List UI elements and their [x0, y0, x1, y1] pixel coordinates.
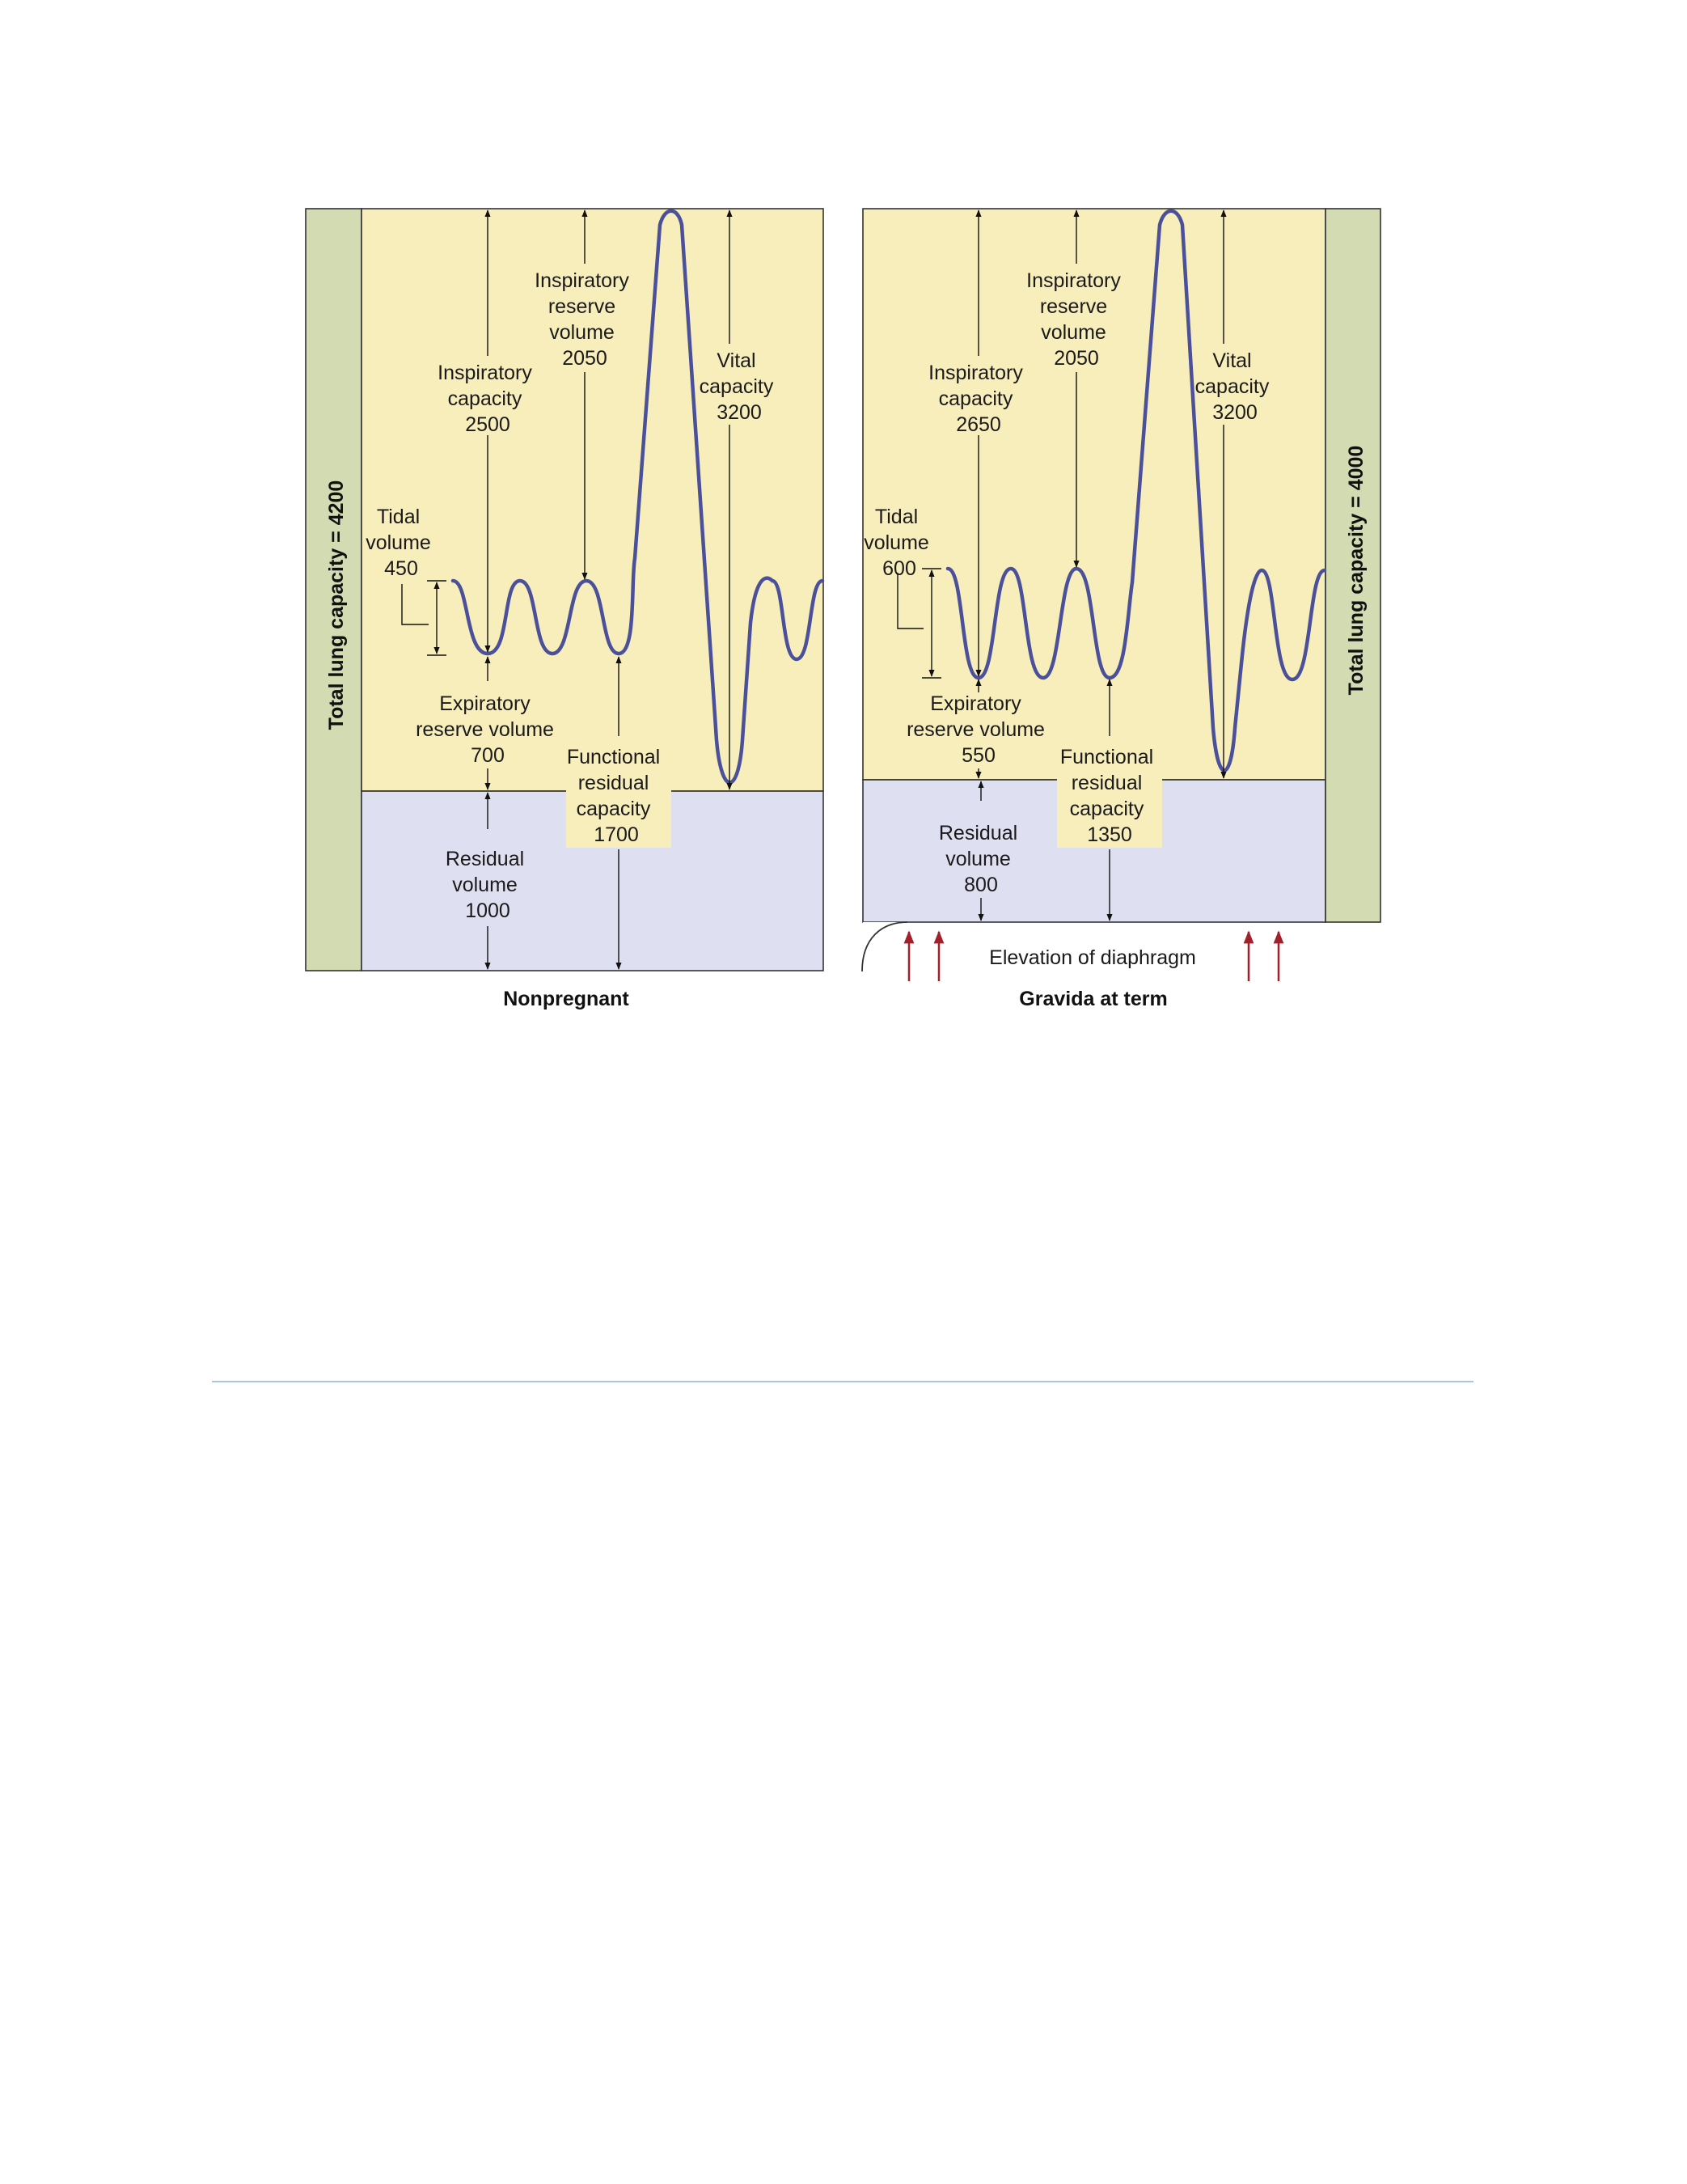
- nonpregnant-panel: Inspiratory capacity 2500 Inspiratory re…: [305, 208, 825, 1010]
- nonpregnant-tidal-leader: [401, 584, 429, 625]
- horizontal-divider: [212, 1381, 1473, 1382]
- nonpregnant-side-bar: [305, 208, 362, 971]
- gravida-tidal-leader: [897, 573, 924, 629]
- gravida-erv-label: Expiratory reserve volume 550: [907, 692, 1051, 767]
- gravida-vital-capacity-label: Vital capacity 3200: [1195, 349, 1275, 424]
- gravida-inspiratory-zone: [862, 208, 1326, 781]
- gravida-irv-label: Inspiratory reserve volume 2050: [1026, 269, 1127, 370]
- nonpregnant-caption: Nonpregnant: [503, 988, 629, 1010]
- nonpregnant-breathing-trace: [450, 209, 825, 785]
- gravida-side-bar: [1325, 208, 1381, 923]
- nonpregnant-frc-label: Functional residual capacity 1700: [567, 746, 666, 846]
- gravida-caption: Gravida at term: [1019, 988, 1167, 1010]
- nonpregnant-irv-label: Inspiratory reserve volume 2050: [535, 269, 635, 370]
- gravida-panel: Inspiratory capacity 2650 Inspiratory re…: [861, 208, 1381, 1010]
- gravida-diaphragm-outline: [861, 921, 908, 972]
- nonpregnant-rv-label: Residual volume 1000: [446, 848, 530, 922]
- gravida-frc-label: Functional residual capacity 1350: [1060, 746, 1159, 846]
- gravida-tidal-volume-label: Tidal volume 600: [864, 506, 935, 580]
- nonpregnant-frc-label-bg: [566, 743, 671, 848]
- nonpregnant-tidal-volume-label: Tidal volume 450: [366, 506, 437, 580]
- gravida-frc-label-bg: [1057, 743, 1162, 848]
- nonpregnant-erv-label: Expiratory reserve volume 700: [416, 692, 560, 767]
- nonpregnant-inspiratory-capacity-label: Inspiratory capacity 2500: [438, 362, 538, 436]
- diaphragm-elevation-label: Elevation of diaphragm: [989, 946, 1196, 969]
- gravida-rv-label: Residual volume 800: [939, 822, 1023, 896]
- gravida-diaphragm-curve: [862, 922, 906, 971]
- nonpregnant-vital-capacity-label: Vital capacity 3200: [700, 349, 780, 424]
- nonpregnant-total-lung-capacity-label: Total lung capacity = 4200: [325, 480, 348, 730]
- gravida-breathing-trace: [945, 209, 1327, 772]
- gravida-total-lung-capacity-label: Total lung capacity = 4000: [1345, 446, 1368, 696]
- gravida-inspiratory-capacity-label: Inspiratory capacity 2650: [928, 362, 1029, 436]
